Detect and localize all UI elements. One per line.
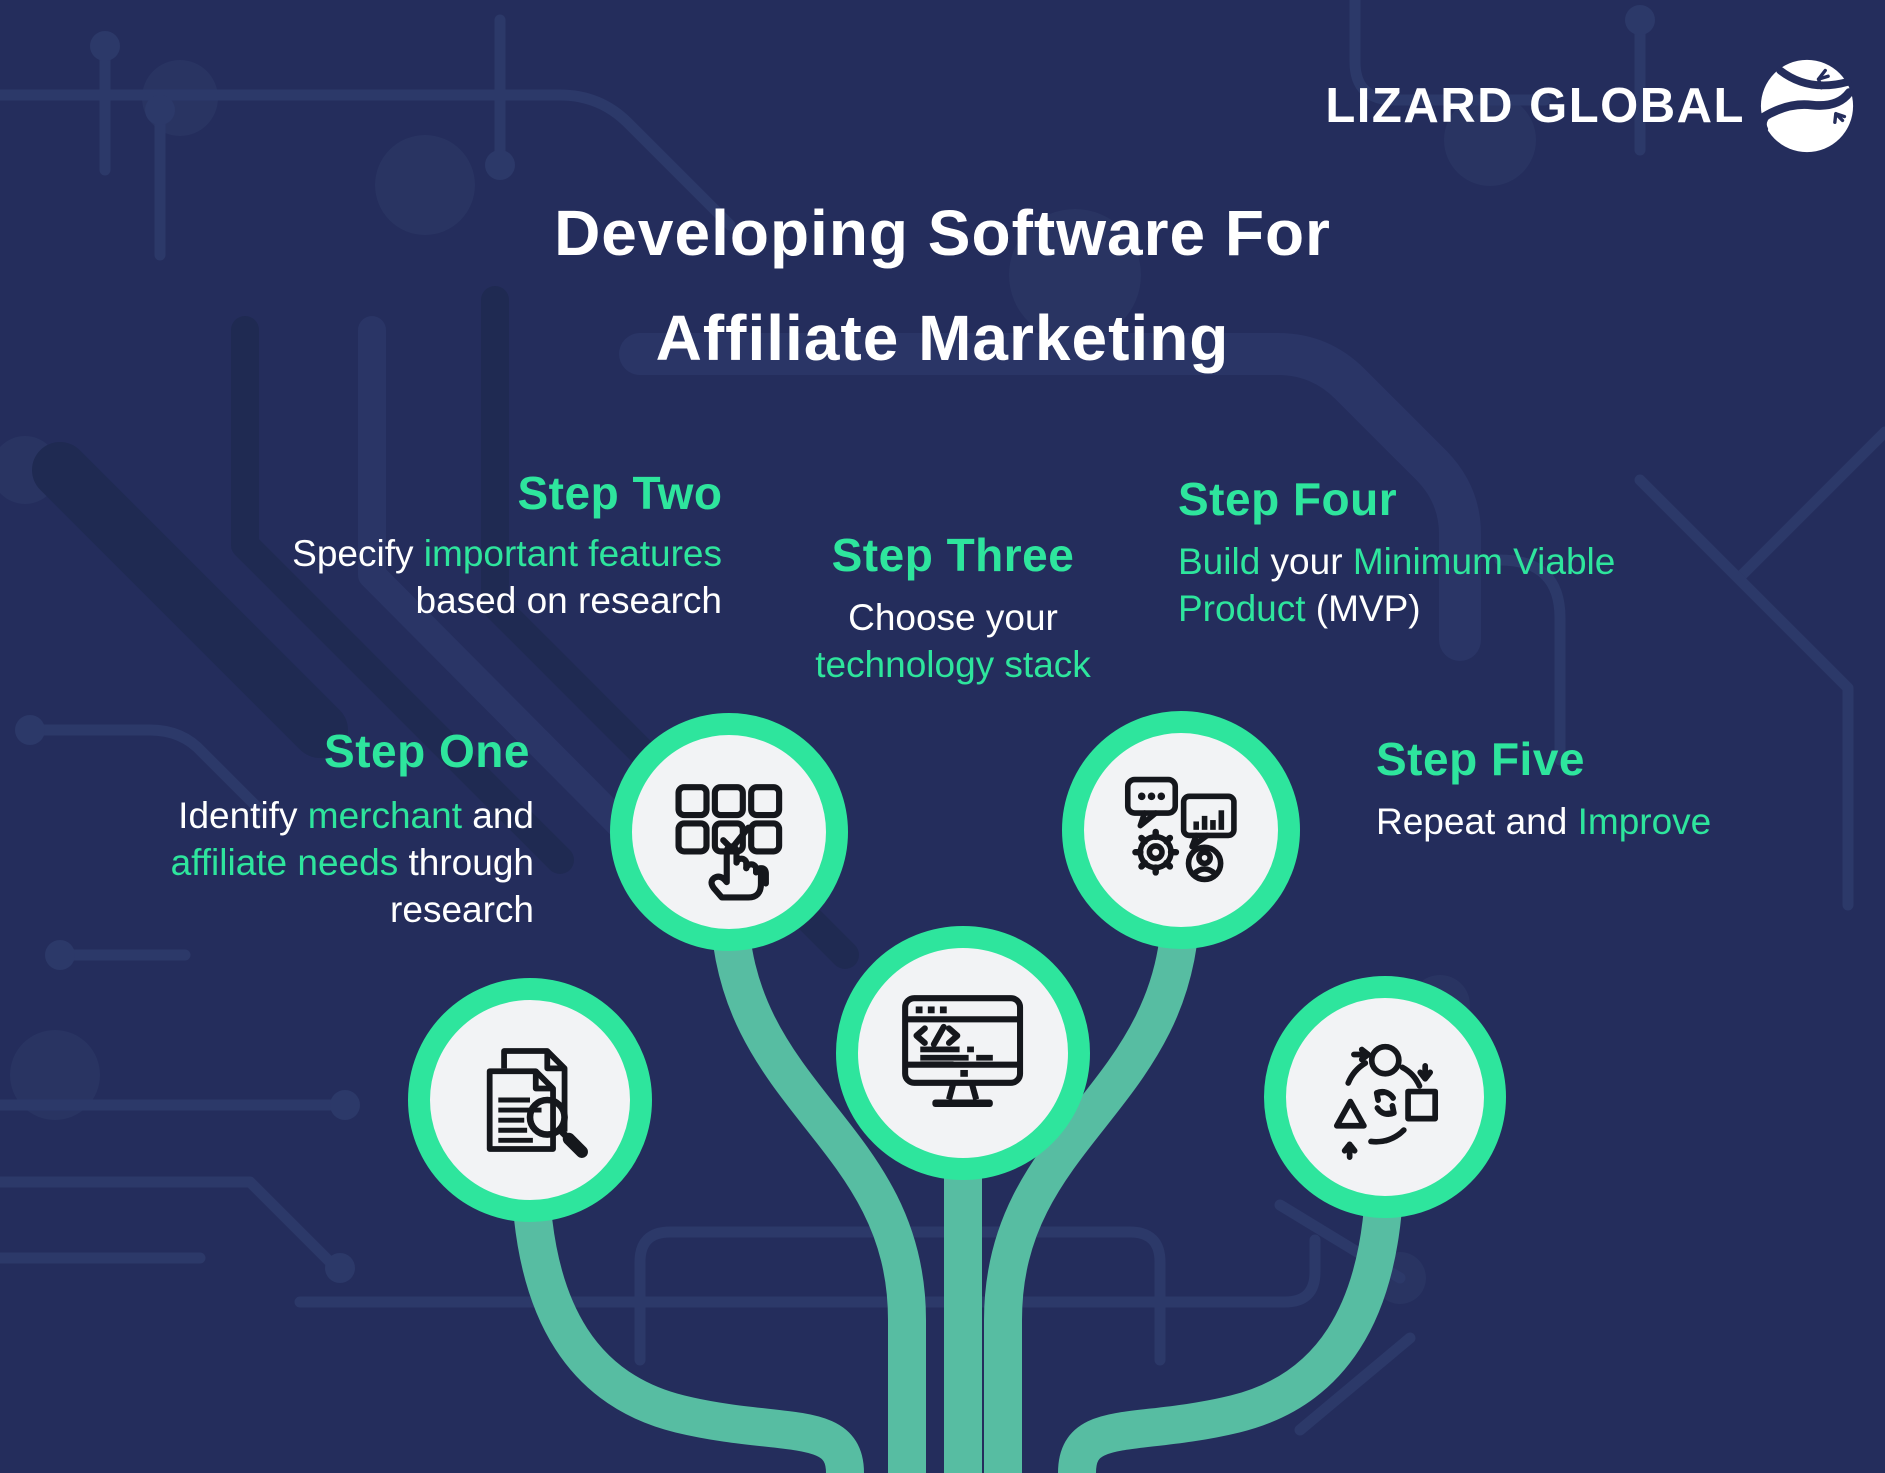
step-one-heading: Step One <box>324 725 530 777</box>
step-four-heading: Step Four <box>1178 473 1398 525</box>
code-monitor-icon <box>902 995 1024 1108</box>
step-two-heading: Step Two <box>517 467 723 519</box>
brand-logo: LIZARD GLOBAL <box>1325 58 1855 154</box>
gear-communication-icon <box>1125 776 1237 883</box>
step-three-heading: Step Three <box>831 529 1075 581</box>
step-one-circle <box>408 978 652 1222</box>
step-two-circle <box>610 713 848 951</box>
stem-step-one <box>511 1141 864 1473</box>
stem-step-four <box>984 881 1200 1473</box>
step-five-circle <box>1264 976 1506 1218</box>
step-five-description: Repeat and Improve <box>1376 801 1712 842</box>
document-search-icon <box>486 1048 588 1158</box>
iteration-cycle-icon <box>1333 1043 1438 1160</box>
step-five-heading: Step Five <box>1376 733 1586 785</box>
stem-step-five <box>1058 1141 1404 1473</box>
lizard-logo-icon <box>1759 59 1854 153</box>
brand-name: LIZARD GLOBAL <box>1325 79 1745 133</box>
step-four-circle <box>1062 711 1300 949</box>
step-three-circle <box>836 926 1090 1180</box>
page-title-line2: Affiliate Marketing <box>655 302 1230 374</box>
stem-step-two <box>710 881 926 1473</box>
page-title-line1: Developing Software For <box>554 197 1331 269</box>
checkbox-grid-hand-icon <box>675 784 783 901</box>
